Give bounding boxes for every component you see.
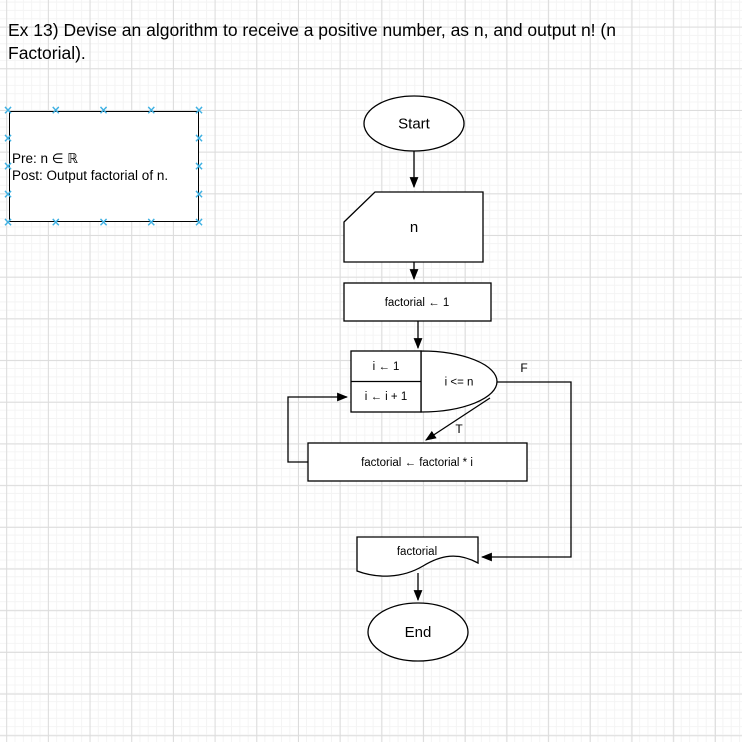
output-node-label: factorial bbox=[397, 546, 437, 558]
loop-condition-label: i <= n bbox=[445, 377, 474, 389]
loop-condition-node[interactable]: i <= n bbox=[420, 350, 498, 413]
output-node[interactable]: factorial bbox=[356, 536, 479, 577]
end-node-label: End bbox=[405, 624, 432, 641]
body-node[interactable]: factorial ← factorial * i bbox=[307, 442, 528, 482]
branch-true-label: T bbox=[455, 422, 463, 436]
input-node-label: n bbox=[410, 219, 418, 236]
body-node-label: factorial ← factorial * i bbox=[361, 457, 473, 469]
annotation-pre-text: Pre: n ∈ ℝ bbox=[12, 150, 78, 166]
exercise-title-line2: Factorial). bbox=[8, 43, 86, 63]
edge-false-to-output[interactable] bbox=[480, 381, 572, 562]
input-node[interactable]: n bbox=[343, 191, 484, 263]
edge-true-to-body[interactable] bbox=[425, 397, 491, 441]
loop-counter-node[interactable]: i ← 1 i ← i + 1 bbox=[350, 350, 422, 413]
loop-init-label: i ← 1 bbox=[373, 361, 400, 373]
start-node[interactable]: Start bbox=[363, 95, 465, 152]
end-node[interactable]: End bbox=[367, 602, 469, 662]
branch-false-label: F bbox=[520, 361, 527, 375]
init-node-label: factorial ← 1 bbox=[385, 297, 450, 309]
init-node[interactable]: factorial ← 1 bbox=[343, 282, 492, 322]
annotation-post-text: Post: Output factorial of n. bbox=[12, 167, 169, 183]
exercise-title[interactable]: Ex 13) Devise an algorithm to receive a … bbox=[8, 19, 732, 65]
start-node-label: Start bbox=[398, 116, 431, 133]
edge-body-loopback[interactable] bbox=[287, 392, 349, 463]
loop-increment-label: i ← i + 1 bbox=[365, 391, 408, 403]
exercise-title-line1: Ex 13) Devise an algorithm to receive a … bbox=[8, 20, 616, 40]
